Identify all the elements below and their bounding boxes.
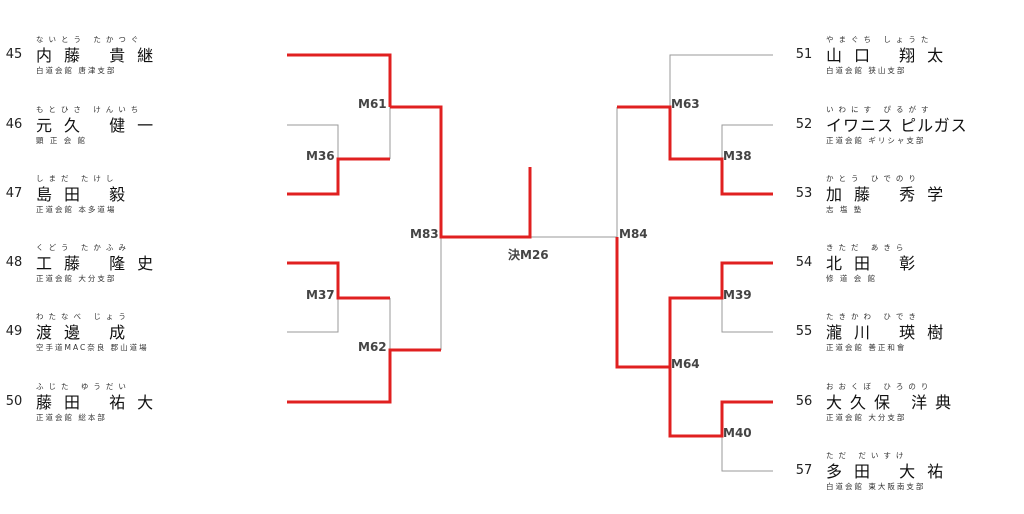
win-entry-48 — [287, 261, 390, 300]
entry-furigana: ふじた ゆうだい — [36, 382, 131, 391]
entry-number: 54 — [795, 255, 813, 270]
line-entry-55 — [721, 298, 773, 333]
entry-number: 57 — [795, 463, 813, 478]
entry-furigana: しまだ たけし — [36, 174, 119, 183]
win-entry-53 — [617, 105, 773, 196]
match-label-m64: M64 — [671, 357, 700, 371]
entry-name: イワニス ピルガス — [826, 116, 968, 135]
left-entry-48: 48 くどう たかふみ 工藤 隆史 正道会館 大分支部 — [0, 242, 250, 288]
left-entry-45: 45 ないとう たかつぐ 内藤 貴継 白道会館 唐津支部 — [0, 34, 250, 80]
entry-name: 工藤 隆史 — [36, 254, 166, 273]
entry-affiliation: 白道会館 東大阪南支部 — [826, 482, 926, 491]
entry-furigana: たきかわ ひでき — [826, 312, 921, 321]
entry-name: 元久 健一 — [36, 116, 166, 135]
entry-furigana: ないとう たかつぐ — [36, 35, 144, 44]
entry-affiliation: 正道会館 総本部 — [36, 413, 107, 422]
entry-furigana: きただ あきら — [826, 243, 909, 252]
right-entry-51: 51 やまぐち しょうた 山口 翔太 白道会館 狭山支部 — [790, 34, 1024, 80]
entry-furigana: もとひさ けんいち — [36, 105, 144, 114]
win-entry-45 — [287, 53, 392, 107]
entry-name: 瀧川 瑛樹 — [826, 323, 956, 342]
line-entry-51 — [669, 54, 773, 107]
win-entry-47 — [287, 157, 390, 196]
entry-affiliation: 正道会館 善正和會 — [826, 343, 907, 352]
entry-affiliation: 白道会館 狭山支部 — [826, 66, 907, 75]
match-label-m83: M83 — [410, 227, 439, 241]
right-entry-54: 54 きただ あきら 北田 彰 修 道 会 館 — [790, 242, 1024, 288]
line-entry-46 — [287, 124, 339, 159]
right-entry-53: 53 かとう ひでのり 加藤 秀学 志 塩 塾 — [790, 173, 1024, 219]
match-label-m39: M39 — [723, 288, 752, 302]
match-label-m37: M37 — [306, 288, 335, 302]
match-label-m62: M62 — [358, 340, 387, 354]
right-entry-56: 56 おおくぼ ひろのり 大久保 洋典 正道会館 大分支部 — [790, 381, 1024, 427]
entry-furigana: おおくぼ ひろのり — [826, 382, 934, 391]
entry-number: 47 — [5, 186, 23, 201]
entry-number: 50 — [5, 394, 23, 409]
left-entry-47: 47 しまだ たけし 島田 毅 正道会館 本多道場 — [0, 173, 250, 219]
entry-affiliation: 志 塩 塾 — [826, 205, 864, 214]
entry-number: 55 — [795, 324, 813, 339]
entry-furigana: ただ だいすけ — [826, 451, 909, 460]
entry-affiliation: 顕 正 会 館 — [36, 136, 88, 145]
entry-number: 49 — [5, 324, 23, 339]
entry-number: 56 — [795, 394, 813, 409]
entry-affiliation: 空手道MAC奈良 郡山道場 — [36, 343, 149, 352]
entry-number: 53 — [795, 186, 813, 201]
entry-name: 加藤 秀学 — [826, 185, 956, 204]
left-entry-49: 49 わたなべ じょう 渡邊 成 空手道MAC奈良 郡山道場 — [0, 311, 250, 357]
right-entry-57: 57 ただ だいすけ 多田 大祐 白道会館 東大阪南支部 — [790, 450, 1024, 496]
match-label-final: 決M26 — [508, 247, 549, 262]
entry-name: 渡邊 成 — [36, 323, 138, 342]
entry-furigana: やまぐち しょうた — [826, 35, 934, 44]
entry-number: 52 — [795, 117, 813, 132]
entry-name: 多田 大祐 — [826, 462, 956, 481]
right-entry-55: 55 たきかわ ひでき 瀧川 瑛樹 正道会館 善正和會 — [790, 311, 1024, 357]
entry-number: 46 — [5, 117, 23, 132]
line-entry-57 — [721, 436, 773, 472]
right-bracket-lines — [616, 54, 773, 472]
entry-furigana: いわにす ぴるがす — [826, 105, 934, 114]
match-label-m36: M36 — [306, 149, 335, 163]
left-bracket-lines — [287, 107, 617, 350]
win-entry-56 — [668, 367, 773, 438]
left-entry-50: 50 ふじた ゆうだい 藤田 祐大 正道会館 総本部 — [0, 381, 250, 427]
win-entry-50 — [287, 348, 441, 404]
win-entry-54 — [615, 237, 773, 369]
win-m61 — [390, 105, 532, 239]
entry-number: 48 — [5, 255, 23, 270]
entry-furigana: くどう たかふみ — [36, 243, 131, 252]
match-label-m61: M61 — [358, 97, 387, 111]
entry-furigana: かとう ひでのり — [826, 174, 921, 183]
entry-number: 45 — [5, 47, 23, 62]
match-label-m38: M38 — [723, 149, 752, 163]
entry-name: 北田 彰 — [826, 254, 928, 273]
entry-furigana: わたなべ じょう — [36, 312, 131, 321]
line-entry-49 — [287, 298, 339, 333]
entry-affiliation: 白道会館 唐津支部 — [36, 66, 117, 75]
line-entry-52 — [721, 124, 773, 159]
entry-affiliation: 正道会館 大分支部 — [826, 413, 907, 422]
entry-affiliation: 正道会館 ギリシャ支部 — [826, 136, 926, 145]
entry-affiliation: 修 道 会 館 — [826, 274, 878, 283]
right-bracket-winner-lines — [615, 105, 773, 438]
left-bracket-winner-lines — [287, 53, 532, 404]
left-entry-46: 46 もとひさ けんいち 元久 健一 顕 正 会 館 — [0, 104, 250, 150]
entry-number: 51 — [795, 47, 813, 62]
entry-affiliation: 正道会館 大分支部 — [36, 274, 117, 283]
entry-affiliation: 正道会館 本多道場 — [36, 205, 117, 214]
match-label-m84: M84 — [619, 227, 648, 241]
entry-name: 内藤 貴継 — [36, 46, 166, 65]
right-entry-52: 52 いわにす ぴるがす イワニス ピルガス 正道会館 ギリシャ支部 — [790, 104, 1024, 150]
entry-name: 島田 毅 — [36, 185, 138, 204]
entry-name: 山口 翔太 — [826, 46, 956, 65]
entry-name: 藤田 祐大 — [36, 393, 166, 412]
match-label-m40: M40 — [723, 426, 752, 440]
match-label-m63: M63 — [671, 97, 700, 111]
entry-name: 大久保 洋典 — [826, 393, 960, 412]
